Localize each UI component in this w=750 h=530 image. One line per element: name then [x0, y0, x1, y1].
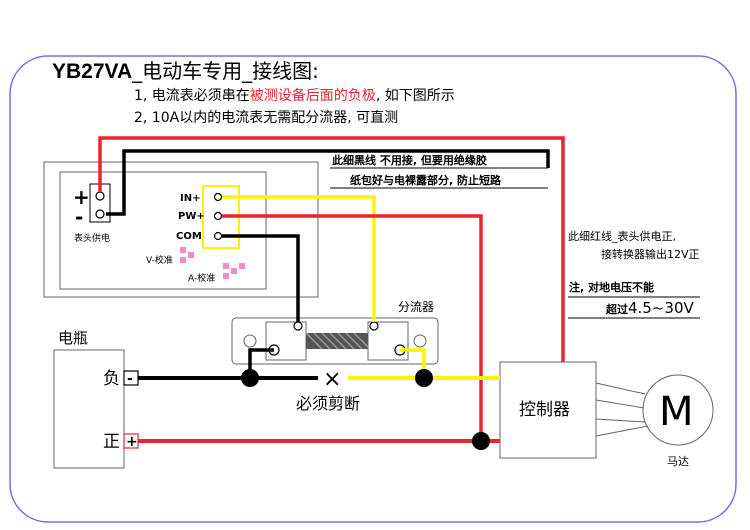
- meter-panel-outer: [43, 161, 319, 298]
- power-plus-sign: +: [73, 185, 90, 209]
- controller-box: [499, 361, 597, 459]
- power-terminal-plus: [95, 191, 105, 201]
- shunt-resistor: [305, 332, 369, 350]
- v-cal-pad-2: [180, 257, 186, 263]
- power-terminal-minus: [95, 209, 105, 219]
- title-rest: _电动车专用_接线图:: [131, 59, 319, 83]
- thin-black-wire: [106, 149, 550, 216]
- a-cal-pad-1: [223, 263, 229, 269]
- pin-pw-terminal: [213, 211, 223, 221]
- battery-pos-label: 正: [103, 432, 120, 452]
- battery-neg-label: 负: [103, 369, 120, 389]
- shunt-sense-right: [369, 321, 379, 331]
- shunt-label: 分流器: [398, 300, 434, 314]
- meter-panel-inner: [59, 171, 267, 290]
- black-shunt-wire: [248, 348, 274, 378]
- battery-body: [53, 349, 125, 469]
- a-cal-label: A-校准: [188, 272, 215, 284]
- black-note-line-1: 此细黑线 不用接, 但要用绝缘胶: [332, 153, 487, 167]
- motor-symbol: M: [659, 389, 694, 435]
- battery-neg-sign: -: [127, 371, 133, 387]
- cut-label: 必须剪断: [296, 394, 360, 413]
- thin-red-wire: [98, 136, 565, 362]
- black-com-wire: [222, 234, 300, 322]
- motor-circle: [642, 374, 714, 446]
- outer-frame: [9, 55, 737, 523]
- shunt-hole-right: [413, 334, 427, 348]
- v-cal-label: V-校准: [146, 254, 173, 266]
- note-line-1-prefix: 1, 电流表必须串在: [134, 88, 250, 104]
- v-cal-pad-1: [180, 247, 186, 253]
- red-note-line-2: 接转换器输出12V正: [601, 247, 700, 261]
- a-cal-pad-2: [223, 273, 229, 279]
- a-cal-pad-4: [239, 263, 245, 269]
- voltage-note-prefix: 超过: [605, 302, 628, 316]
- title: YB27VA_电动车专用_接线图:: [52, 59, 319, 83]
- yellow-shunt-wire: [400, 348, 426, 378]
- voltage-note-value: 4.5~30V: [628, 299, 695, 317]
- black-note-line-2: 纸包好与电裸露部分, 防止短路: [350, 173, 502, 187]
- controller-label: 控制器: [519, 400, 570, 420]
- note-line-1: 1, 电流表必须串在被测设备后面的负极, 如下图所示: [134, 87, 455, 104]
- shunt-hole-left: [243, 334, 257, 348]
- motor-phase-wires: [595, 382, 649, 437]
- battery-pos-sign: +: [126, 434, 138, 450]
- note-line-2: 2, 10A以内的电流表无需配分流器, 可直测: [134, 109, 398, 126]
- junction-negative-right: [415, 369, 433, 387]
- cut-mark: ×: [323, 367, 341, 392]
- red-pw-wire: [222, 214, 483, 440]
- title-model: YB27VA: [52, 60, 132, 83]
- junction-positive: [472, 432, 490, 450]
- voltage-note-line-1: 注, 对地电压不能: [569, 280, 654, 294]
- yellow-sense-wire: [222, 195, 376, 322]
- v-cal-pad-3: [188, 252, 194, 258]
- pin-in-label: IN+: [180, 193, 200, 204]
- motor-label: 马达: [667, 455, 689, 468]
- pin-com-label: COM: [176, 231, 202, 242]
- battery-label: 电瓶: [58, 329, 88, 347]
- voltage-note-line-2: 超过4.5~30V: [605, 299, 695, 317]
- pin-in-terminal: [213, 192, 223, 202]
- red-note-line-1: 此细红线_表头供电正,: [568, 229, 676, 243]
- a-cal-pad-3: [231, 268, 237, 274]
- note-line-1-red: 被测设备后面的负极: [250, 87, 376, 104]
- power-minus-sign: -: [75, 205, 83, 229]
- pin-pw-label: PW+: [178, 211, 205, 222]
- junction-negative-left: [241, 369, 259, 387]
- power-label: 表头供电: [74, 232, 110, 244]
- pin-com-terminal: [213, 231, 223, 241]
- note-line-1-suffix: , 如下图所示: [376, 88, 455, 104]
- shunt-sense-left: [293, 321, 303, 331]
